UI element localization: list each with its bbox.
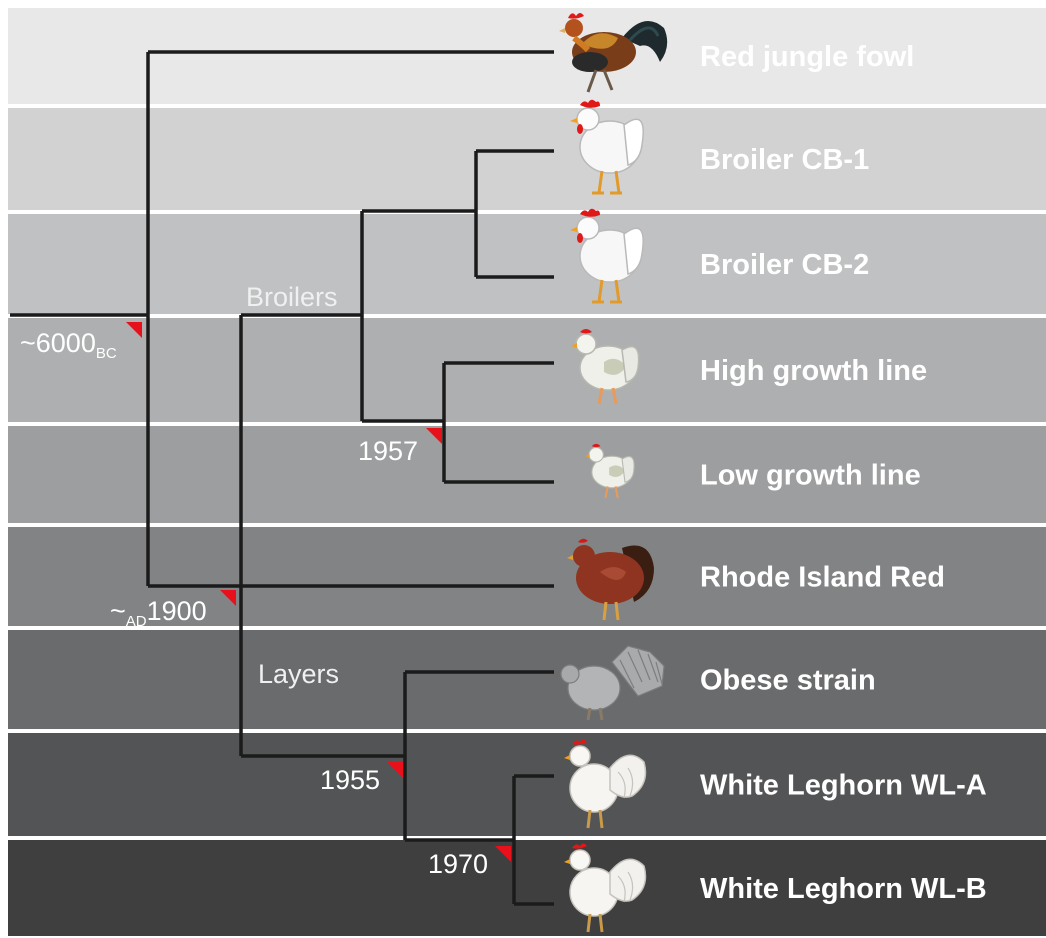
band-label-5: Low growth line bbox=[700, 460, 921, 492]
band-label-6: Rhode Island Red bbox=[700, 562, 945, 594]
date-label-1900: ~AD1900 bbox=[110, 596, 207, 630]
group-label-broilers: Broilers bbox=[246, 282, 338, 312]
band-7 bbox=[8, 630, 1046, 729]
band-label-2: Broiler CB-1 bbox=[700, 144, 869, 176]
band-label-8: White Leghorn WL-A bbox=[700, 770, 987, 802]
group-label-layers: Layers bbox=[258, 659, 339, 689]
date-label-1970: 1970 bbox=[428, 849, 488, 879]
date-label-1955: 1955 bbox=[320, 765, 380, 795]
band-label-9: White Leghorn WL-B bbox=[700, 873, 987, 905]
band-2 bbox=[8, 108, 1046, 210]
date-label-1957: 1957 bbox=[358, 436, 418, 466]
band-label-4: High growth line bbox=[700, 355, 927, 387]
band-3 bbox=[8, 214, 1046, 314]
band-label-7: Obese strain bbox=[700, 665, 876, 697]
band-label-1: Red jungle fowl bbox=[700, 41, 914, 73]
band-label-3: Broiler CB-2 bbox=[700, 249, 869, 281]
